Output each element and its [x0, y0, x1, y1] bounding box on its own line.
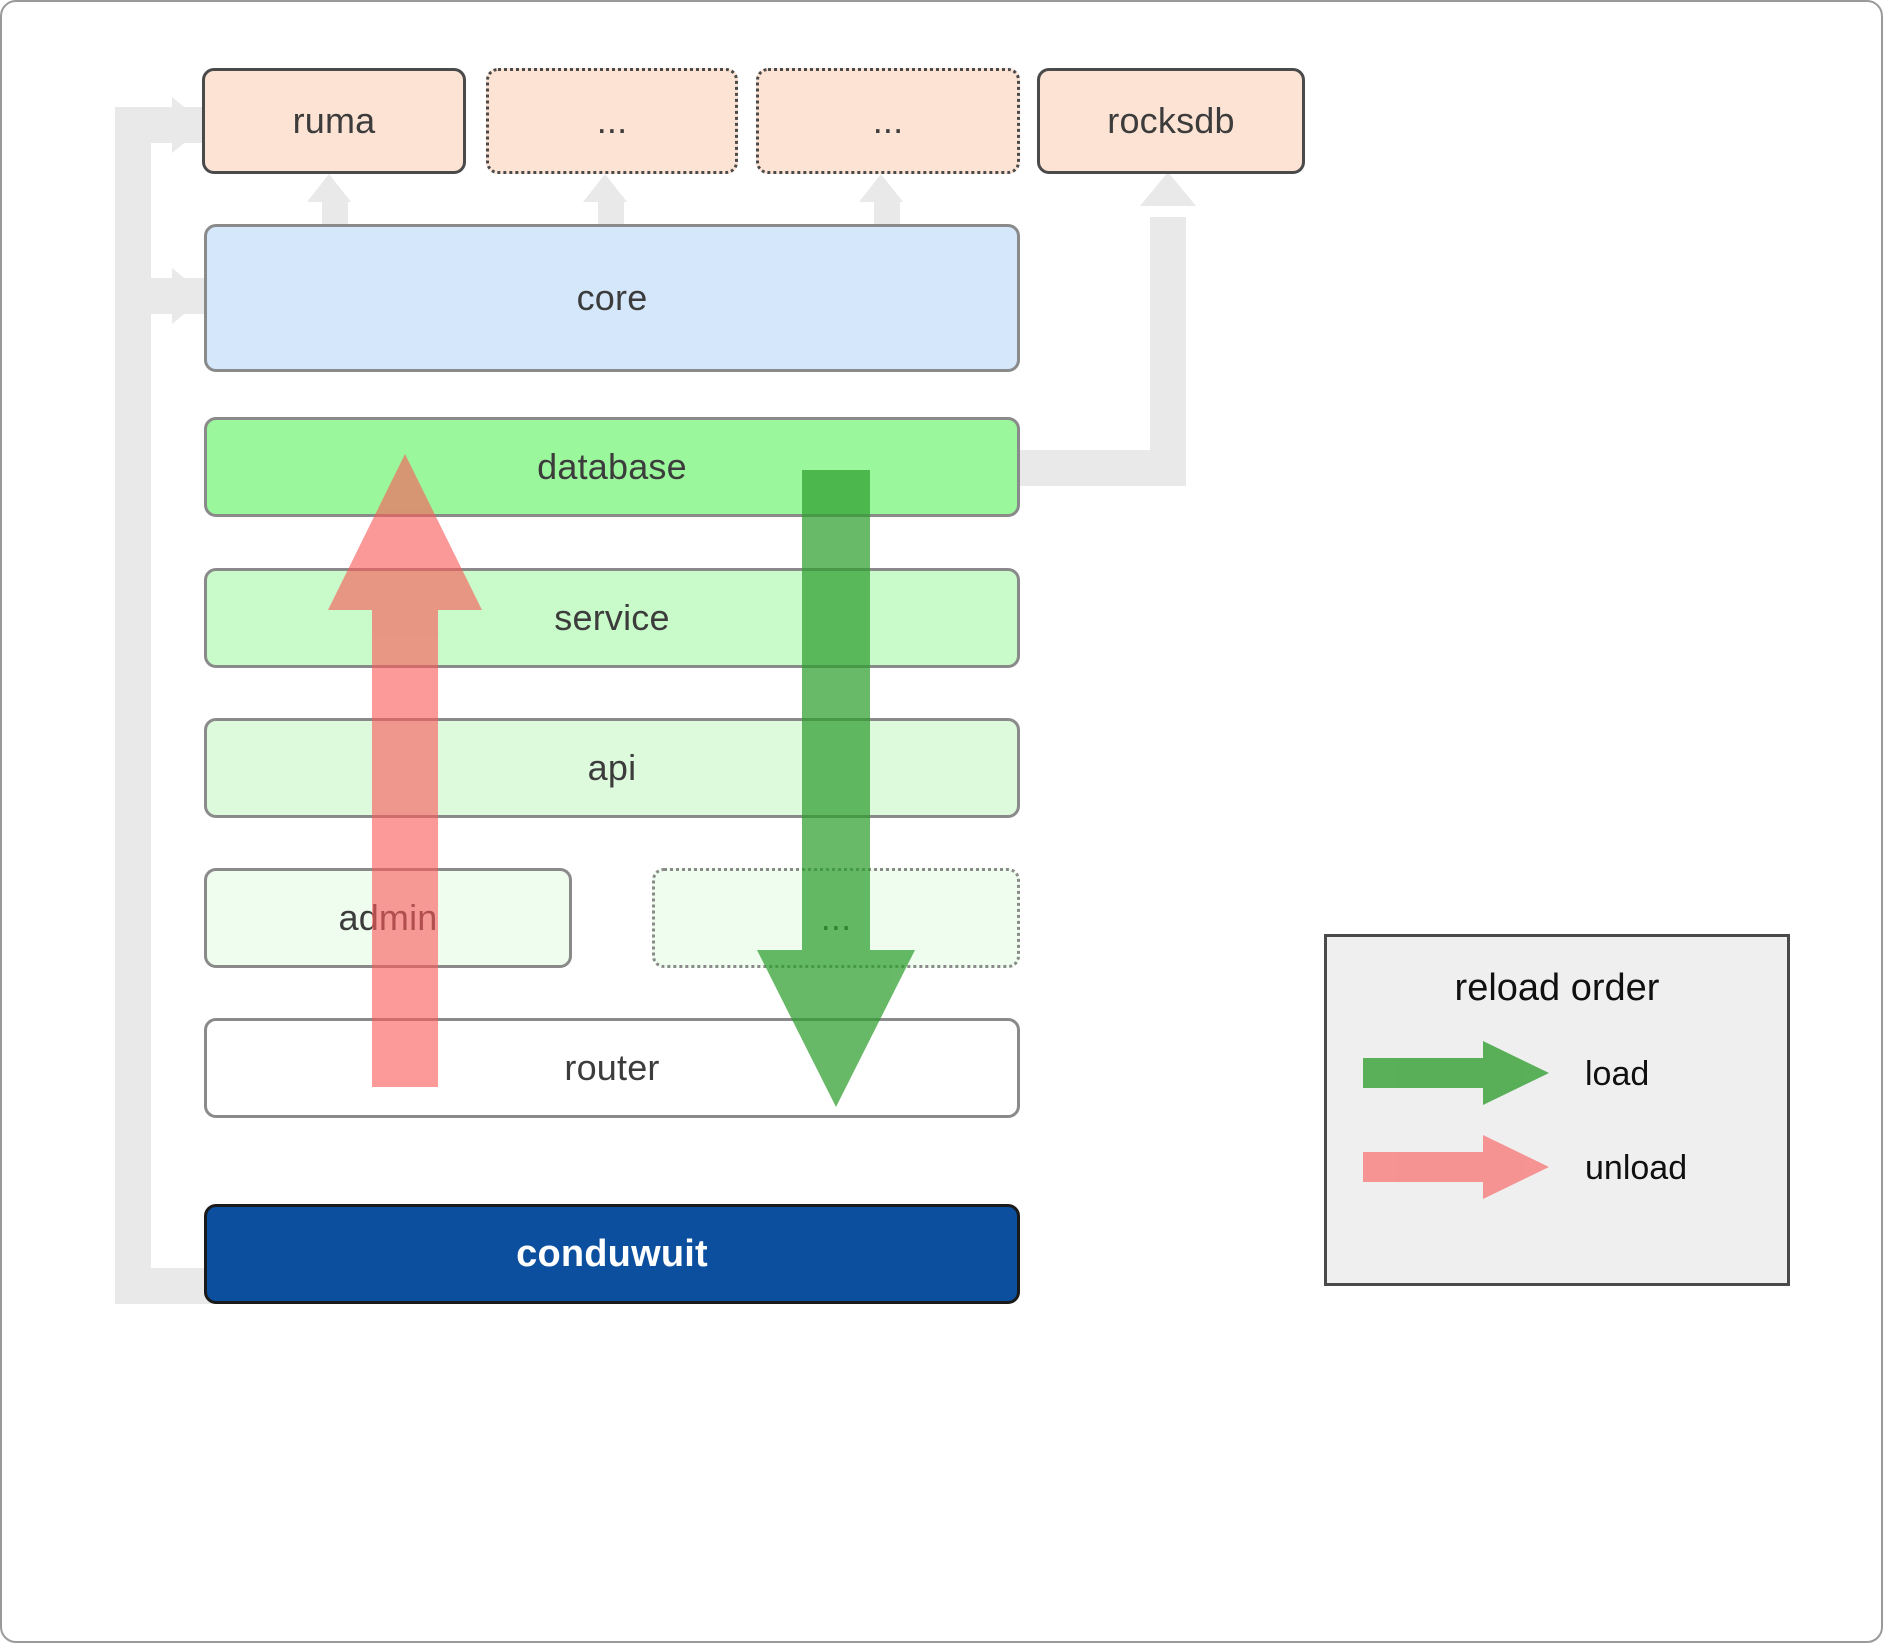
dependency-label: ...: [872, 100, 904, 141]
layer-label: database: [537, 446, 687, 487]
root-box-conduwuit[interactable]: conduwuit: [204, 1204, 1020, 1304]
layer-label: ...: [820, 897, 852, 938]
dependency-label: ruma: [292, 100, 376, 141]
connector-core-to-ruma-arrow: [307, 174, 351, 202]
connector-core-to-dots2-stem: [874, 197, 900, 227]
dependency-box-placeholder-2[interactable]: ...: [756, 68, 1020, 174]
layer-box-router[interactable]: router: [204, 1018, 1020, 1118]
layer-box-placeholder[interactable]: ...: [652, 868, 1020, 968]
legend-title: reload order: [1454, 967, 1660, 1009]
connector-core-to-dots1-stem: [598, 197, 624, 227]
legend-label-unload: unload: [1585, 1149, 1688, 1187]
layer-box-database[interactable]: database: [204, 417, 1020, 517]
layer-box-core[interactable]: core: [204, 224, 1020, 372]
layer-label: router: [564, 1047, 660, 1088]
legend-panel: reload order load unload: [1324, 934, 1790, 1286]
connector-arrow-ruma: [172, 97, 206, 153]
layer-label: service: [554, 597, 670, 638]
layer-label: admin: [338, 897, 438, 938]
connector-core-to-dots1-arrow: [583, 174, 627, 202]
legend-load-arrow-icon: [1363, 1041, 1549, 1105]
dependency-box-rocksdb[interactable]: rocksdb: [1037, 68, 1305, 174]
layer-box-api[interactable]: api: [204, 718, 1020, 818]
dependency-label: rocksdb: [1107, 100, 1235, 141]
dependency-label: ...: [596, 100, 628, 141]
legend-arrows: [1363, 1041, 1549, 1199]
layer-box-admin[interactable]: admin: [204, 868, 572, 968]
layer-box-service[interactable]: service: [204, 568, 1020, 668]
dependency-box-ruma[interactable]: ruma: [202, 68, 466, 174]
legend-label-load: load: [1585, 1055, 1650, 1093]
connector-core-to-ruma-stem: [322, 197, 348, 227]
layer-label: api: [587, 747, 637, 788]
connector-database-vertical: [1150, 217, 1186, 486]
root-label: conduwuit: [516, 1232, 708, 1275]
connector-arrow-rocksdb: [1140, 172, 1196, 206]
layer-label: core: [576, 277, 648, 318]
legend-unload-arrow-icon: [1363, 1135, 1549, 1199]
connector-arrow-core: [172, 268, 206, 324]
connector-core-to-dots2-arrow: [859, 174, 903, 202]
dependency-box-placeholder-1[interactable]: ...: [486, 68, 738, 174]
